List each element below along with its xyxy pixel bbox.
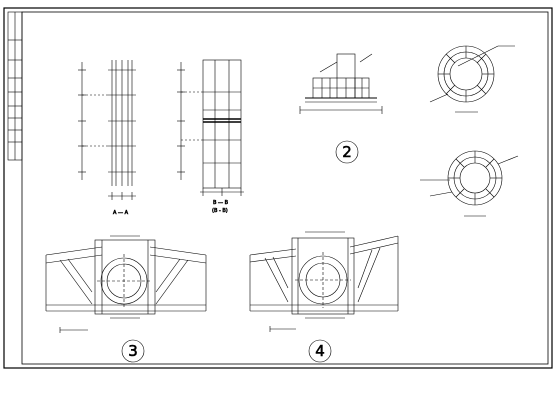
base-plate-detail — [299, 53, 383, 114]
detail-4-marker — [308, 339, 332, 363]
section-b-ref-label: (B - B) — [212, 208, 228, 214]
truss-joint-detail-3 — [45, 235, 207, 333]
truss-joint-detail-4 — [249, 231, 399, 332]
section-a-label: A — A — [113, 210, 129, 216]
ring-plan-top — [429, 45, 515, 113]
column-elevation-b — [177, 59, 244, 196]
detail-2-label: 2 — [342, 143, 352, 161]
detail-3-label: 3 — [128, 342, 138, 360]
detail-2-marker — [335, 140, 359, 164]
detail-3-marker — [121, 339, 145, 363]
section-b-label: B — B — [213, 200, 229, 206]
ring-plan-bottom — [420, 150, 519, 217]
detail-4-label: 4 — [315, 342, 325, 360]
sheet-frame — [3, 7, 553, 369]
title-block-strip — [7, 11, 23, 161]
column-elevation-a — [78, 60, 136, 200]
